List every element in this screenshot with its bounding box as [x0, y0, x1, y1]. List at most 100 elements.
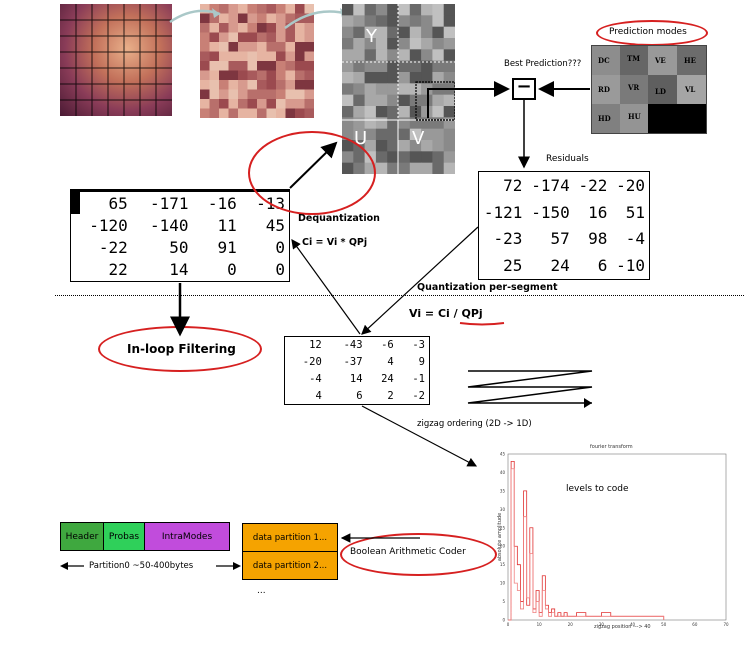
bool-coder-oval	[340, 533, 497, 576]
matrix-cell: 6	[356, 389, 363, 402]
x-tick-label: 10	[537, 622, 543, 627]
residuals-row: -121 -150 16 51	[479, 199, 649, 226]
matrix-cell: 25	[503, 256, 523, 276]
residuals-row: 72-174-22-20	[479, 172, 649, 199]
y-tick-label: 0	[502, 618, 505, 623]
matrix-cell: -43	[343, 339, 363, 352]
matrix-cell: -4	[309, 372, 322, 385]
mode-rd: RD	[598, 85, 610, 94]
matrix-cell: 0	[275, 260, 285, 280]
x-tick-label: 50	[661, 622, 667, 627]
matrix-cell: -37	[343, 356, 363, 369]
chart-annotation: levels to code	[566, 484, 629, 494]
matrix-cell: -3	[412, 339, 425, 352]
residuals-label: Residuals	[546, 154, 589, 164]
zigzag-label: zigzag ordering (2D -> 1D)	[417, 419, 532, 429]
qpj-underline	[459, 322, 505, 326]
matrix-cell: -2	[412, 389, 425, 402]
chart-series-line	[508, 468, 665, 621]
matrix-cell: -22	[578, 175, 608, 195]
lena-grid-image	[60, 4, 172, 116]
prediction-modes-label: Prediction modes	[609, 27, 687, 37]
matrix-cell: 4	[387, 356, 394, 369]
residuals-row: 25 24 6 -10	[479, 252, 649, 279]
matrix-cell: -121	[483, 202, 523, 222]
x-tick-label: 70	[723, 622, 729, 627]
matrix-cell: 51	[625, 202, 645, 222]
matrix-cell: 72	[503, 175, 523, 195]
matrix-cell: 14	[349, 372, 363, 385]
matrix-cell: -120	[89, 215, 128, 235]
matrix-cell: -10	[616, 256, 645, 276]
y-tick-label: 15	[500, 562, 506, 567]
partition0-size-arrow	[60, 562, 241, 570]
matrix-cell: 24	[550, 256, 570, 276]
dequant-row: 65-171-16-13	[71, 192, 289, 214]
mode-ve: VE	[655, 56, 666, 65]
x-tick-label: 20	[568, 622, 574, 627]
x-tick-label: 40	[630, 622, 636, 627]
matrix-cell: -4	[625, 229, 645, 249]
more-partitions-label: ...	[257, 586, 266, 596]
prediction-modes-grid: DC TM VE HE RD VR LD VL HD HU	[591, 45, 707, 134]
bool-coder-label: Boolean Arithmetic Coder	[350, 547, 466, 557]
data-partition-2: data partition 2...	[242, 551, 338, 580]
matrix-cell: 16	[588, 202, 608, 222]
matrix-cell: 9	[418, 356, 425, 369]
mode-hd: HD	[598, 114, 611, 123]
matrix-cell: -150	[531, 202, 570, 222]
y-tick-label: 10	[500, 581, 506, 586]
chart-title: fourier transform	[590, 444, 633, 450]
quantization-formula: Vi = Ci / QPj	[409, 307, 483, 320]
mode-tm: TM	[627, 54, 640, 63]
matrix-cell: 50	[169, 238, 189, 258]
probas-segment: Probas	[103, 522, 145, 551]
matrix-cell: 65	[108, 193, 128, 213]
x-tick-label: 0	[507, 622, 510, 627]
chart-frame	[507, 453, 727, 621]
partition0-size-label: Partition0 ~50-400bytes	[89, 561, 194, 571]
matrix-cell: -174	[531, 175, 570, 195]
quant-row: -20 -37 4 9	[285, 354, 429, 371]
y-tick-label: 20	[500, 544, 506, 549]
quantization-title: Quantization per-segment	[417, 282, 558, 293]
y-tick-label: 25	[500, 525, 506, 530]
y-tick-label: 40	[500, 470, 506, 475]
quant-row: 12 -43 -6 -3	[285, 337, 429, 354]
mode-vr: VR	[628, 83, 640, 92]
x-tick-label: 60	[692, 622, 698, 627]
matrix-cell: 98	[588, 229, 608, 249]
matrix-cell: -23	[493, 229, 523, 249]
v-channel-label: V	[412, 128, 425, 149]
matrix-cell: 0	[227, 260, 237, 280]
y-channel-label: Y	[366, 26, 377, 47]
matrix-cell: 22	[108, 260, 128, 280]
matrix-cell: 12	[309, 339, 322, 352]
intramodes-segment: IntraModes	[144, 522, 230, 551]
separator-line	[55, 295, 744, 296]
inloop-label: In-loop Filtering	[127, 342, 236, 356]
matrix-cell: 91	[217, 238, 237, 258]
matrix-cell: 4	[315, 389, 322, 402]
best-prediction-label: Best Prediction???	[504, 59, 582, 69]
mode-he: HE	[684, 56, 696, 65]
matrix-cell: -6	[381, 339, 394, 352]
y-tick-label: 45	[500, 452, 506, 457]
matrix-cell: -20	[302, 356, 322, 369]
matrix-cell: 2	[387, 389, 394, 402]
matrix-cell: -1	[412, 372, 425, 385]
matrix-cell: -16	[207, 193, 237, 213]
subtract-box: −	[512, 76, 536, 100]
matrix-cell: 6	[597, 256, 608, 276]
y-tick-label: 5	[502, 599, 505, 604]
dequant-oval	[248, 131, 376, 215]
